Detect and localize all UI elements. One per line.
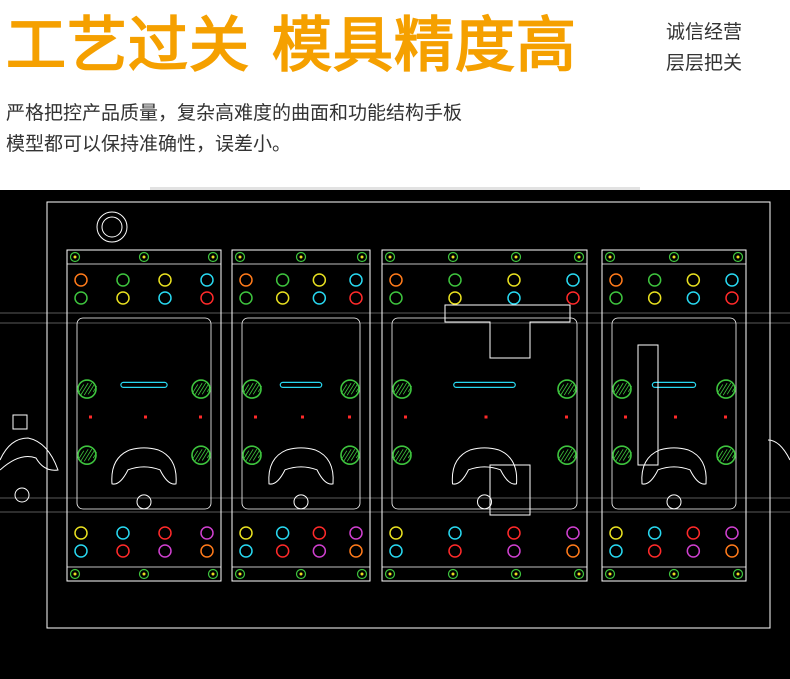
description: 严格把控产品质量，复杂高难度的曲面和功能结构手板 模型都可以保持准确性，误差小。 — [6, 98, 626, 160]
mold-blueprint-icon — [0, 201, 790, 629]
description-line-1: 严格把控产品质量，复杂高难度的曲面和功能结构手板 — [6, 102, 463, 124]
side-tagline-line-1: 诚信经营 — [666, 21, 743, 43]
description-line-2: 模型都可以保持准确性，误差小。 — [6, 133, 292, 155]
divider — [150, 187, 640, 190]
headline: 工艺过关 模具精度高 — [6, 11, 577, 81]
mold-blueprint — [0, 190, 790, 679]
side-tagline: 诚信经营 层层把关 — [666, 17, 742, 79]
side-tagline-line-2: 层层把关 — [666, 52, 743, 74]
